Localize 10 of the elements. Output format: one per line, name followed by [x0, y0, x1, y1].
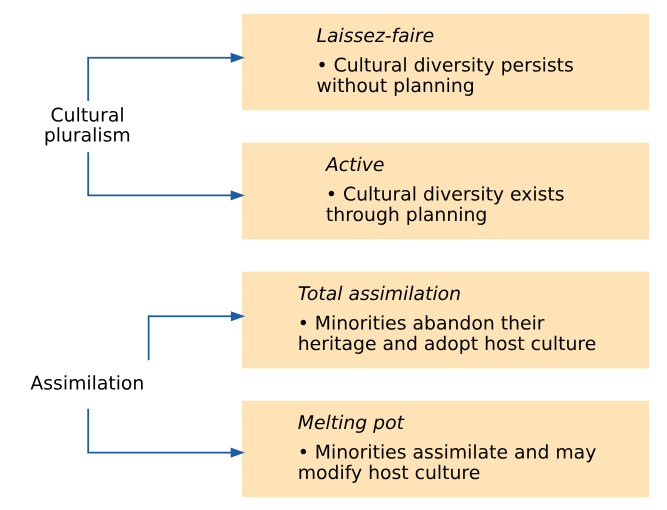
arrow — [86, 152, 244, 200]
node-text: Assimilation — [30, 372, 144, 394]
node-box: Laissez-faire • Cultural diversity persists without planning — [241, 13, 649, 110]
arrow — [147, 310, 245, 360]
node-text: Cultural pluralism — [43, 104, 130, 146]
node-box: Total assimilation • Minorities abandon their heritage and adopt host culture — [241, 271, 649, 368]
arrow — [86, 408, 244, 458]
arrow — [86, 52, 244, 100]
node-box: Active • Cultural diversity exists through planning — [241, 142, 649, 239]
node-box: Melting pot • Minorities assimilate and may modify host culture — [241, 400, 649, 497]
